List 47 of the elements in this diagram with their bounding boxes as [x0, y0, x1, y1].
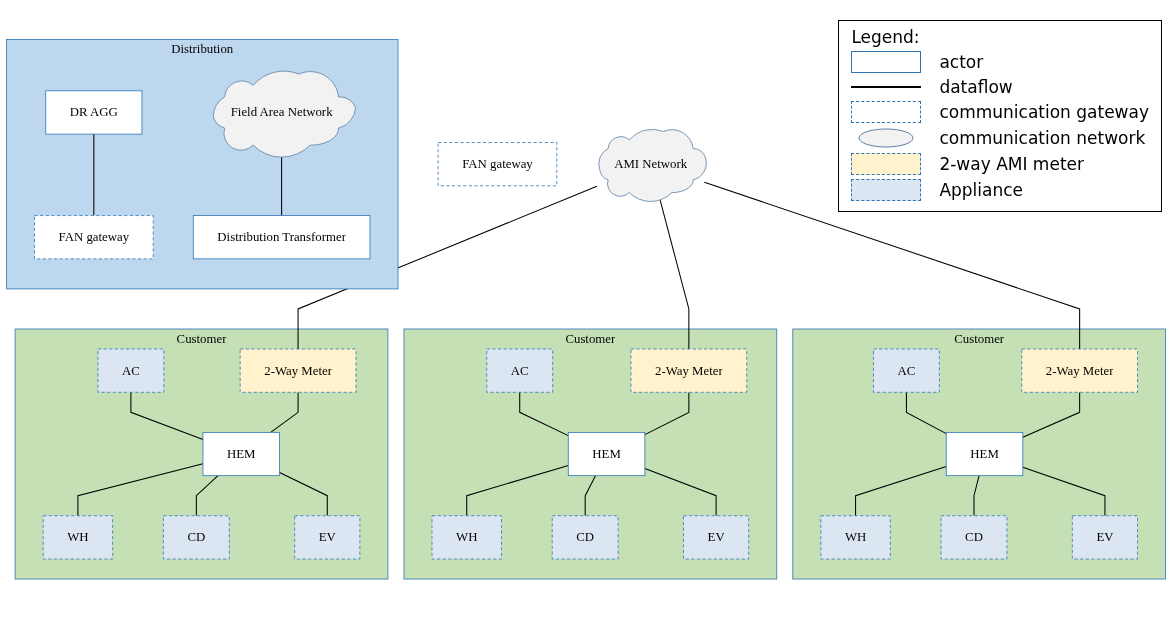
node-box: AC — [97, 348, 165, 393]
connector — [270, 392, 299, 434]
node-box: FAN gateway — [437, 142, 558, 187]
node-box: WH — [820, 515, 891, 560]
node-box: 2-Way Meter — [1021, 348, 1138, 393]
node-box: HEM — [202, 432, 280, 477]
legend-label: actor — [939, 52, 984, 72]
connector — [1022, 467, 1106, 517]
connector — [644, 468, 717, 517]
connector — [644, 392, 690, 436]
node-box: EV — [1071, 515, 1138, 560]
connector — [584, 475, 596, 517]
connector — [130, 392, 204, 441]
node-box: EV — [294, 515, 361, 560]
connector — [279, 472, 328, 517]
legend-label: dataflow — [939, 77, 1013, 97]
node-box: CD — [940, 515, 1008, 560]
legend-label: 2-way AMI meter — [939, 154, 1084, 174]
connector — [466, 465, 569, 517]
node-box: AC — [486, 348, 554, 393]
node-box: WH — [42, 515, 114, 560]
connector — [519, 392, 569, 437]
node-box: WH — [431, 515, 502, 560]
connector — [905, 392, 947, 435]
node-box: Distribution Transformer — [192, 215, 371, 260]
connector — [659, 199, 690, 350]
legend-label: Appliance — [939, 180, 1024, 200]
connector — [973, 475, 980, 517]
node-box: CD — [163, 515, 230, 560]
node-box: CD — [551, 515, 619, 560]
connector — [77, 463, 204, 517]
node-box: FAN gateway — [34, 215, 154, 260]
node-box: 2-Way Meter — [630, 348, 748, 393]
connector — [703, 182, 1081, 350]
connector — [855, 466, 947, 517]
connector — [1022, 392, 1081, 438]
legend-label: communication gateway — [939, 102, 1149, 122]
node-box: 2-Way Meter — [239, 348, 357, 393]
connector — [93, 133, 95, 217]
connector — [195, 475, 219, 517]
node-box: AC — [873, 348, 940, 393]
node-box: HEM — [567, 432, 646, 477]
node-box: HEM — [945, 432, 1024, 477]
node-box: DR AGG — [45, 90, 143, 135]
legend-title: Legend: — [851, 27, 921, 47]
node-box: EV — [683, 515, 750, 560]
legend-label: communication network — [939, 128, 1146, 148]
